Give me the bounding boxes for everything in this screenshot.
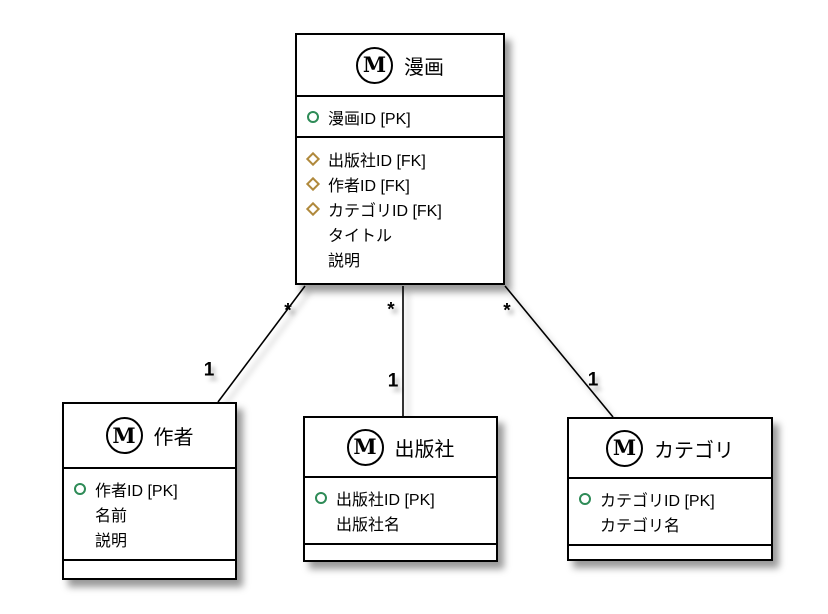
attribute-row: 出版社ID [FK] xyxy=(297,146,503,171)
attribute-label: 名前 xyxy=(95,507,128,525)
attribute-row: 名前 xyxy=(64,501,235,526)
attribute-label: 出版社ID [PK] xyxy=(336,491,435,509)
foreign-key-icon xyxy=(305,201,321,216)
primary-key-icon xyxy=(315,491,327,504)
entity-header: M 出版社 xyxy=(305,418,496,478)
primary-key-icon xyxy=(74,482,86,495)
entity-author[interactable]: M 作者 作者ID [PK] 名前 説明 xyxy=(62,402,237,580)
entity-type-icon: M xyxy=(606,429,643,467)
attribute-row: カテゴリ名 xyxy=(569,511,771,536)
attribute-row: 出版社名 xyxy=(305,510,496,535)
attribute-label: 漫画ID [PK] xyxy=(328,110,411,128)
attributes-section: カテゴリID [PK] カテゴリ名 xyxy=(569,479,771,546)
attributes-section: 出版社ID [FK] 作者ID [FK] カテゴリID [FK] タイトル 説明 xyxy=(297,138,503,283)
attribute-label: カテゴリID [FK] xyxy=(328,202,442,220)
attributes-section: 出版社ID [PK] 出版社名 xyxy=(305,478,496,545)
entity-publisher[interactable]: M 出版社 出版社ID [PK] 出版社名 xyxy=(303,416,498,562)
attribute-row: 作者ID [FK] xyxy=(297,171,503,196)
entity-title: カテゴリ xyxy=(654,439,734,462)
entity-type-icon: M xyxy=(346,428,384,466)
multiplicity-label: 1 xyxy=(387,370,399,392)
entity-title: 漫画 xyxy=(404,56,444,79)
multiplicity-label: * xyxy=(284,300,292,322)
entity-header: M 作者 xyxy=(64,404,235,469)
entity-footer xyxy=(64,561,235,578)
multiplicity-label: * xyxy=(387,299,395,321)
attribute-label: カテゴリID [PK] xyxy=(600,492,715,510)
primary-key-icon xyxy=(579,492,591,505)
attribute-label: 説明 xyxy=(328,252,361,270)
foreign-key-icon xyxy=(305,151,321,166)
attribute-label: カテゴリ名 xyxy=(600,517,681,535)
attribute-label: タイトル xyxy=(328,227,393,245)
entity-category[interactable]: M カテゴリ カテゴリID [PK] カテゴリ名 xyxy=(567,417,773,561)
primary-key-section: 漫画ID [PK] xyxy=(297,97,503,138)
primary-key-icon xyxy=(307,110,319,123)
entity-type-icon: M xyxy=(105,417,143,454)
entity-manga[interactable]: M 漫画 漫画ID [PK] 出版社ID [FK] 作者ID [FK] カテゴリ… xyxy=(295,33,505,285)
connector-manga-author xyxy=(217,285,306,403)
attribute-label: 作者ID [FK] xyxy=(328,177,410,195)
attribute-row: 出版社ID [PK] xyxy=(305,485,496,510)
attribute-row: タイトル xyxy=(297,221,503,246)
attribute-row: 説明 xyxy=(64,526,235,551)
foreign-key-icon xyxy=(305,176,321,191)
attribute-row: 漫画ID [PK] xyxy=(297,104,503,129)
attributes-section: 作者ID [PK] 名前 説明 xyxy=(64,469,235,561)
multiplicity-label: 1 xyxy=(203,359,215,381)
multiplicity-label: 1 xyxy=(587,369,599,391)
entity-title: 作者 xyxy=(153,427,194,449)
attribute-row: カテゴリID [FK] xyxy=(297,196,503,221)
entity-footer xyxy=(305,545,496,560)
attribute-label: 説明 xyxy=(95,532,128,550)
attribute-label: 作者ID [PK] xyxy=(95,482,178,500)
attribute-label: 出版社名 xyxy=(336,516,401,534)
connector-manga-category xyxy=(504,285,614,418)
attribute-row: 説明 xyxy=(297,246,503,271)
entity-title: 出版社 xyxy=(394,438,455,461)
attribute-label: 出版社ID [FK] xyxy=(328,152,426,170)
attribute-row: カテゴリID [PK] xyxy=(569,486,771,511)
multiplicity-label: * xyxy=(503,300,511,322)
entity-header: M 漫画 xyxy=(297,35,503,97)
entity-footer xyxy=(569,546,771,559)
entity-header: M カテゴリ xyxy=(569,419,771,479)
attribute-row: 作者ID [PK] xyxy=(64,476,235,501)
entity-type-icon: M xyxy=(356,46,393,84)
